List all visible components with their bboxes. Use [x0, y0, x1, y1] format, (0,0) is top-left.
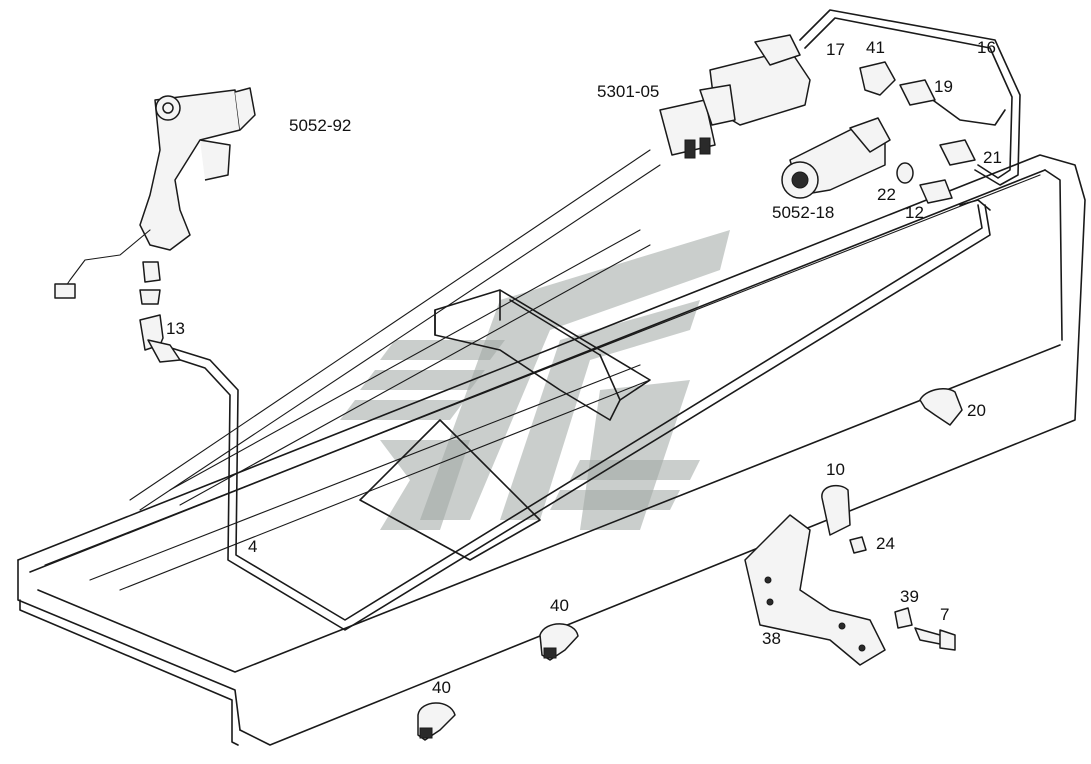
fittings: [139, 61, 976, 363]
label-21: 21: [983, 148, 1002, 167]
clamp-40-b: [417, 702, 456, 741]
fitting-21: [939, 139, 976, 166]
nut-39: [894, 607, 913, 629]
bracket-38: [744, 514, 886, 666]
label-16: 16: [977, 38, 996, 57]
fitting-12: [919, 179, 953, 204]
nut-24: [849, 536, 867, 554]
clip-20: [919, 388, 963, 426]
valve-5301-05: [659, 34, 811, 159]
frame-rail: [17, 149, 1086, 746]
watermark-logo: [340, 230, 730, 530]
fitting-13: [139, 314, 164, 351]
label-22: 22: [877, 185, 896, 204]
label-5301-05: 5301-05: [597, 82, 659, 101]
label-17: 17: [826, 40, 845, 59]
pipe-4: [164, 199, 991, 631]
label-7: 7: [940, 605, 949, 624]
label-40-a: 40: [550, 596, 569, 615]
label-4: 4: [248, 537, 257, 556]
fitting-41: [859, 61, 896, 96]
cross-member: [359, 289, 651, 561]
part-labels: 5052-92 5301-05 5052-18 17 41 16 19 21 2…: [166, 38, 1002, 697]
washer-22: [896, 162, 914, 184]
label-19: 19: [934, 77, 953, 96]
label-5052-18: 5052-18: [772, 203, 834, 222]
label-20: 20: [967, 401, 986, 420]
label-5052-92: 5052-92: [289, 116, 351, 135]
label-12: 12: [905, 203, 924, 222]
label-40-b: 40: [432, 678, 451, 697]
valve-5052-92: [54, 87, 256, 305]
label-38: 38: [762, 629, 781, 648]
clamp-10: [821, 484, 851, 536]
bolt-7: [914, 627, 956, 651]
valve-5052-18: [781, 117, 891, 199]
label-13: 13: [166, 319, 185, 338]
label-39: 39: [900, 587, 919, 606]
pipe-16: [799, 9, 1021, 186]
clamp-40-a: [539, 623, 579, 661]
fitting-19: [899, 79, 936, 106]
label-10: 10: [826, 460, 845, 479]
label-41: 41: [866, 38, 885, 57]
label-24: 24: [876, 534, 895, 553]
